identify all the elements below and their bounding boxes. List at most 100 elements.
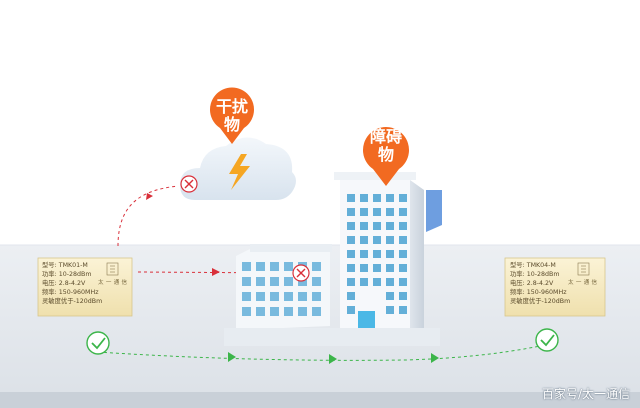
arrow-icon [146,193,153,200]
window [284,292,293,301]
window [386,292,394,300]
window [312,292,321,301]
window [399,278,407,286]
window [386,250,394,258]
window [347,222,355,230]
module-right [504,257,606,317]
module-left-voltage: 电压: 2.8-4.2V [42,280,86,287]
window [242,277,251,286]
check-icon [535,328,559,352]
window [312,277,321,286]
tower-sign [426,190,442,232]
module-left-power: 功率: 10-28dBm [42,271,92,278]
window [347,194,355,202]
obstacle-label: 障碍 物 [366,128,406,164]
window [298,292,307,301]
window [399,306,407,314]
window [373,194,381,202]
location-pin-icon [209,87,254,144]
window [242,292,251,301]
window [298,307,307,316]
window [386,278,394,286]
window [256,262,265,271]
window [284,262,293,271]
window [242,262,251,271]
window [373,264,381,272]
window [347,292,355,300]
window [373,208,381,216]
window [399,250,407,258]
check-icon [86,331,110,355]
window [270,277,279,286]
interference-label: 干扰 物 [212,98,252,134]
window [347,306,355,314]
module-left-model: 型号: TMK01-M [42,262,88,269]
module-right-model: 型号: TMK04-M [510,262,556,269]
module-right-frequency: 频率: 150-960MHz [510,289,567,296]
window [312,307,321,316]
window [347,208,355,216]
window [386,236,394,244]
interference-label-line2: 物 [223,115,240,134]
chip-icon [577,262,590,276]
window [399,194,407,202]
module-right-power: 功率: 10-28dBm [510,271,560,278]
window [270,292,279,301]
window [360,278,368,286]
window [373,250,381,258]
obstacle-label-line2: 物 [377,145,394,164]
window [256,277,265,286]
window [399,222,407,230]
window [242,307,251,316]
module-right-sensitivity: 灵敏度优于-120dBm [510,298,571,305]
interference-label-line1: 干扰 [215,97,248,116]
window [347,278,355,286]
window [256,307,265,316]
window [360,264,368,272]
window [399,208,407,216]
watermark: 百家号/太一通信 [541,387,630,401]
arrow-icon [431,353,439,363]
blocked-x-icon [180,175,198,193]
window [373,278,381,286]
module-left-frequency: 频率: 150-960MHz [42,289,99,296]
window [298,277,307,286]
chip-icon [106,262,119,276]
module-left-brand: 太 一 通 信 [98,280,128,286]
window [360,236,368,244]
window [386,306,394,314]
window [373,236,381,244]
blocked-x-icon [292,264,310,282]
interference-signal-path [117,185,179,247]
window [312,262,321,271]
window [360,250,368,258]
window [386,194,394,202]
window [347,264,355,272]
window [399,292,407,300]
office-tower [334,172,442,336]
module-right-voltage: 电压: 2.8-4.2V [510,280,554,287]
location-pin-icon [362,127,409,186]
arrow-icon [228,352,236,362]
window [386,222,394,230]
window [284,277,293,286]
window [360,208,368,216]
lightning-icon [229,154,250,190]
module-left-sensitivity: 灵敏度优于-120dBm [42,298,103,305]
window [360,194,368,202]
window [373,222,381,230]
module-right-brand: 太 一 通 信 [568,280,598,286]
window [386,208,394,216]
module-left [37,257,133,317]
success-signal-path [97,345,541,364]
window [386,264,394,272]
window [347,250,355,258]
arrow-icon [329,354,337,364]
window [284,307,293,316]
window [347,236,355,244]
window [256,292,265,301]
window [270,262,279,271]
obstacle-label-line1: 障碍 [369,127,402,146]
window [399,264,407,272]
